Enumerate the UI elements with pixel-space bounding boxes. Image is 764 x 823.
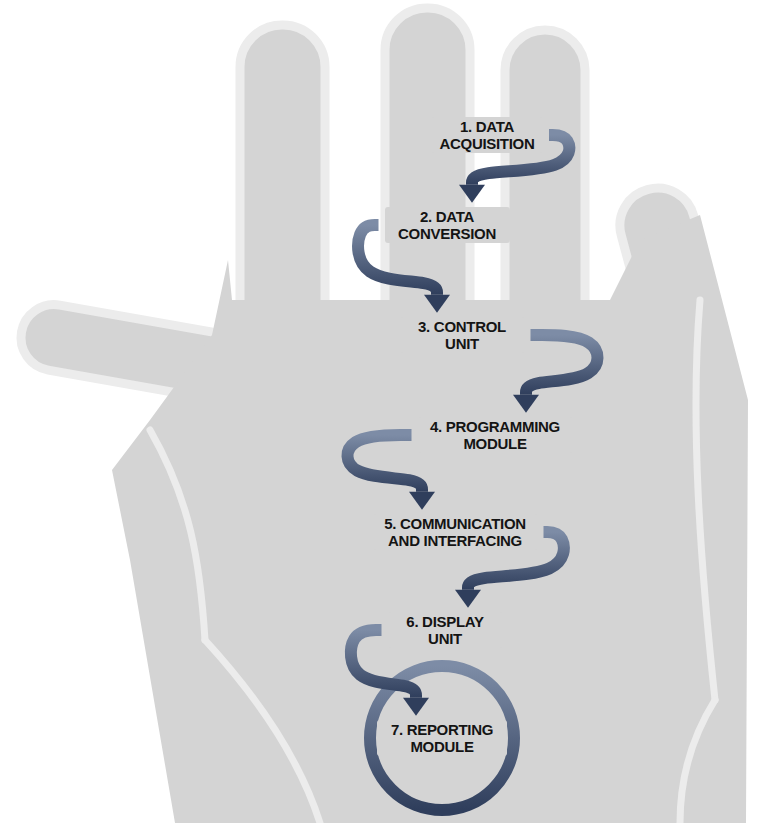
palm-line [696,300,715,700]
wrist-line [680,700,715,823]
loop-arrow [513,335,597,413]
arrow-head [424,295,450,313]
arrow-head [403,698,429,716]
step-text: 1. DATA ACQUISITION [431,117,543,154]
arrow-arc [526,335,597,395]
step-label: 2. DATA CONVERSION [385,207,510,244]
step-label: 6. DISPLAY UNIT [388,612,503,649]
step-label: 4. PROGRAMMING MODULE [418,417,573,454]
arrow-head [455,590,481,608]
step-text: 7. REPORTING MODULE [377,720,507,757]
step-text: 6. DISPLAY UNIT [388,612,503,649]
step-label: 5. COMMUNICATION AND INTERFACING [373,514,538,551]
wrist-line [205,640,320,823]
step-label: 7. REPORTING MODULE [377,720,507,757]
palm-line [150,430,205,640]
arrow-head [409,492,435,510]
step-text: 4. PROGRAMMING MODULE [418,417,573,454]
step-text: 3. CONTROL UNIT [400,317,525,354]
step-text: 5. COMMUNICATION AND INTERFACING [373,514,538,551]
arrow-head [513,395,539,413]
palm-shape [112,215,748,823]
step-label: 3. CONTROL UNIT [400,317,525,354]
arrow-head [459,185,485,203]
step-label: 1. DATA ACQUISITION [431,117,543,154]
arrow-arc [347,435,422,492]
step-text: 2. DATA CONVERSION [385,207,510,244]
